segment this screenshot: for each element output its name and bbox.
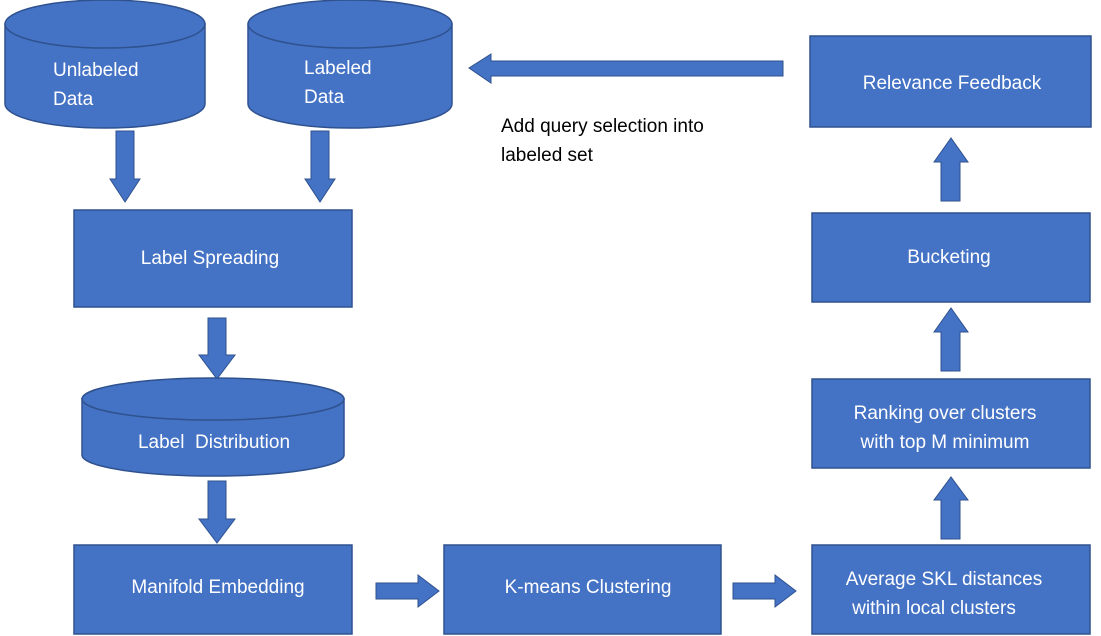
arrow-ranking-to-bucketing: [933, 307, 969, 372]
ranking-label-line1: Ranking over clusters: [854, 403, 1037, 424]
feedback-caption-line1: Add query selection into: [501, 116, 704, 137]
arrow-unlabeled-to-spreading: [109, 130, 141, 203]
unlabeled-data-label-line2: Data: [53, 89, 94, 110]
label-spreading-label: Label Spreading: [141, 248, 279, 269]
manifold-embedding-box: Manifold Embedding: [73, 544, 353, 635]
feedback-caption: Add query selection into labeled set: [501, 116, 704, 166]
ranking-box: Ranking over clusters with top M minimum: [811, 378, 1091, 469]
label-spreading-box: Label Spreading: [73, 209, 353, 308]
arrow-spreading-to-distribution: [198, 317, 236, 380]
arrow-relevance-to-labeled: [468, 53, 784, 84]
manifold-embedding-label: Manifold Embedding: [131, 577, 304, 598]
label-distribution-cylinder: Label Distribution: [81, 377, 345, 477]
feedback-caption-line2: labeled set: [501, 145, 594, 166]
labeled-data-label-line2: Data: [304, 87, 345, 108]
arrow-manifold-to-kmeans: [375, 573, 440, 609]
arrow-distribution-to-manifold: [198, 480, 236, 544]
ranking-label-line2: with top M minimum: [860, 432, 1030, 453]
unlabeled-data-label-line1: Unlabeled: [53, 60, 139, 81]
labeled-data-cylinder: Labeled Data: [247, 0, 453, 129]
arrow-bucketing-to-relevance: [933, 137, 969, 202]
label-distribution-label: Label Distribution: [138, 432, 290, 453]
labeled-data-label-line1: Labeled: [304, 58, 372, 79]
arrow-skl-to-ranking: [933, 476, 969, 540]
average-skl-box: Average SKL distances within local clust…: [811, 544, 1091, 635]
unlabeled-data-cylinder: Unlabeled Data: [4, 0, 206, 129]
arrow-labeled-to-spreading: [304, 130, 336, 203]
kmeans-clustering-label: K-means Clustering: [505, 577, 672, 598]
bucketing-box: Bucketing: [811, 212, 1091, 303]
arrow-kmeans-to-skl: [732, 573, 797, 609]
kmeans-clustering-box: K-means Clustering: [443, 544, 722, 635]
relevance-feedback-label: Relevance Feedback: [863, 73, 1042, 94]
bucketing-label: Bucketing: [907, 247, 990, 268]
average-skl-label-line1: Average SKL distances: [846, 569, 1042, 590]
average-skl-label-line2: within local clusters: [851, 598, 1016, 619]
relevance-feedback-box: Relevance Feedback: [809, 35, 1092, 128]
